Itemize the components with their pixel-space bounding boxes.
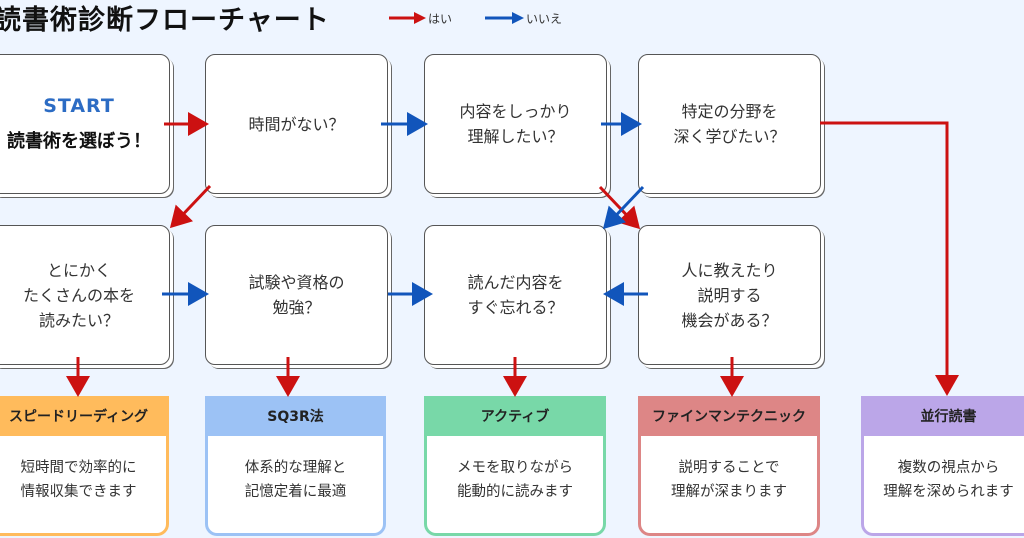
- question-understand: 内容をしっかり 理解したい？: [424, 54, 607, 194]
- arrow-deep-field-to-forget: [602, 185, 645, 230]
- start-subtitle: 読書術を選ぼう！: [7, 131, 151, 152]
- question-teach: 人に教えたり 説明する 機会がある？: [638, 225, 821, 365]
- start-node: START 読書術を選ぼう！: [0, 54, 170, 194]
- result-card-feynman: ファインマンテクニック 説明することで 理解が深まります: [638, 396, 820, 536]
- result-description: 短時間で効率的に 情報収集できます: [20, 460, 137, 500]
- legend-yes-label: はい: [428, 11, 453, 26]
- arrow-no-time-to-many-books: [169, 184, 212, 229]
- result-card-parallel-reading: 並行読書 複数の視点から 理解を深められます: [861, 396, 1024, 536]
- result-title: SQ3R法: [208, 396, 383, 436]
- legend-no: いいえ: [484, 8, 562, 28]
- result-title: スピードリーディング: [0, 396, 166, 436]
- legend-no-label: いいえ: [526, 11, 563, 26]
- result-card-speed-reading: スピードリーディング 短時間で効率的に 情報収集できます: [0, 396, 169, 536]
- question-exam: 試験や資格の 勉強？: [205, 225, 388, 365]
- blue-arrow-icon: [485, 12, 524, 24]
- arrow-understand-to-teach: [598, 185, 641, 230]
- result-description: 説明することで 理解が深まります: [671, 460, 787, 500]
- question-no-time: 時間がない？: [205, 54, 388, 194]
- result-card-active: アクティブ メモを取りながら 能動的に読みます: [424, 396, 606, 536]
- result-title: 並行読書: [864, 396, 1024, 436]
- result-title: アクティブ: [427, 396, 603, 436]
- result-description: メモを取りながら 能動的に読みます: [457, 460, 573, 500]
- arrow-deep-field-to-parallel: [820, 121, 959, 396]
- question-forget: 読んだ内容を すぐ忘れる？: [424, 225, 607, 365]
- result-description: 体系的な理解と 記憶定着に最適: [244, 460, 347, 500]
- question-many-books: とにかく たくさんの本を 読みたい？: [0, 225, 170, 365]
- result-card-sq3r: SQ3R法 体系的な理解と 記憶定着に最適: [205, 396, 386, 536]
- result-description: 複数の視点から 理解を深められます: [883, 460, 1014, 500]
- result-title: ファインマンテクニック: [641, 396, 817, 436]
- page-title: 読書術診断フローチャート: [0, 5, 330, 36]
- question-deep-field: 特定の分野を 深く学びたい？: [638, 54, 821, 194]
- legend-yes: はい: [388, 8, 452, 28]
- start-label: START: [43, 95, 115, 117]
- red-arrow-icon: [389, 12, 426, 24]
